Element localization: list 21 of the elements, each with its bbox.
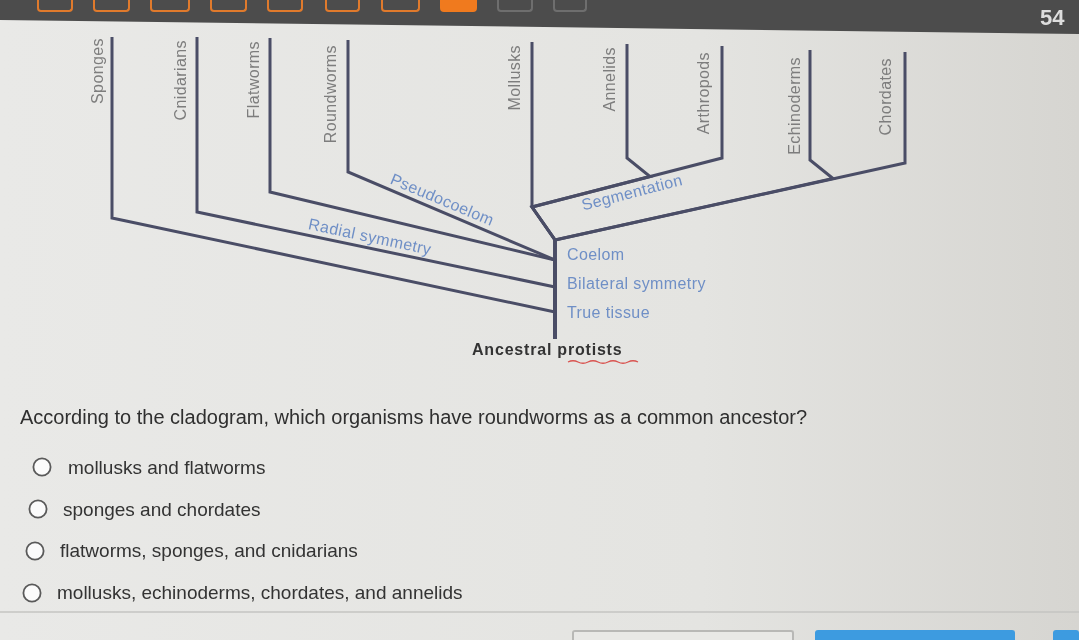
taxon-label: Sponges (90, 38, 106, 104)
taxon-label: Flatworms (246, 41, 262, 119)
taxon-label: Mollusks (507, 45, 523, 111)
taxon-label: Arthropods (696, 52, 712, 135)
trait-label: Coelom (567, 247, 625, 263)
branch-line (553, 52, 907, 339)
taxon-label: Roundworms (323, 45, 339, 144)
trait-label: Bilateral symmetry (567, 276, 706, 292)
root-label: Ancestral protists (472, 341, 623, 359)
edge-label: Radial symmetry (307, 216, 433, 258)
answer-option: mollusks, echinoderms, chordates, and annelids (57, 582, 463, 604)
taxon-label: Annelids (602, 47, 618, 112)
answer-option: sponges and chordates (63, 499, 261, 521)
question-text: According to the cladogram, which organisms have roundworms as a common ancestor? (20, 405, 808, 429)
taxon-label: Echinoderms (787, 57, 803, 155)
answer-option: mollusks and flatworms (68, 457, 266, 479)
trait-label: True tissue (567, 305, 650, 321)
taxon-label: Chordates (878, 58, 894, 136)
answer-option: flatworms, sponges, and cnidarians (60, 540, 358, 562)
question-number: 54 (1040, 6, 1065, 30)
taxon-label: Cnidarians (173, 40, 189, 121)
